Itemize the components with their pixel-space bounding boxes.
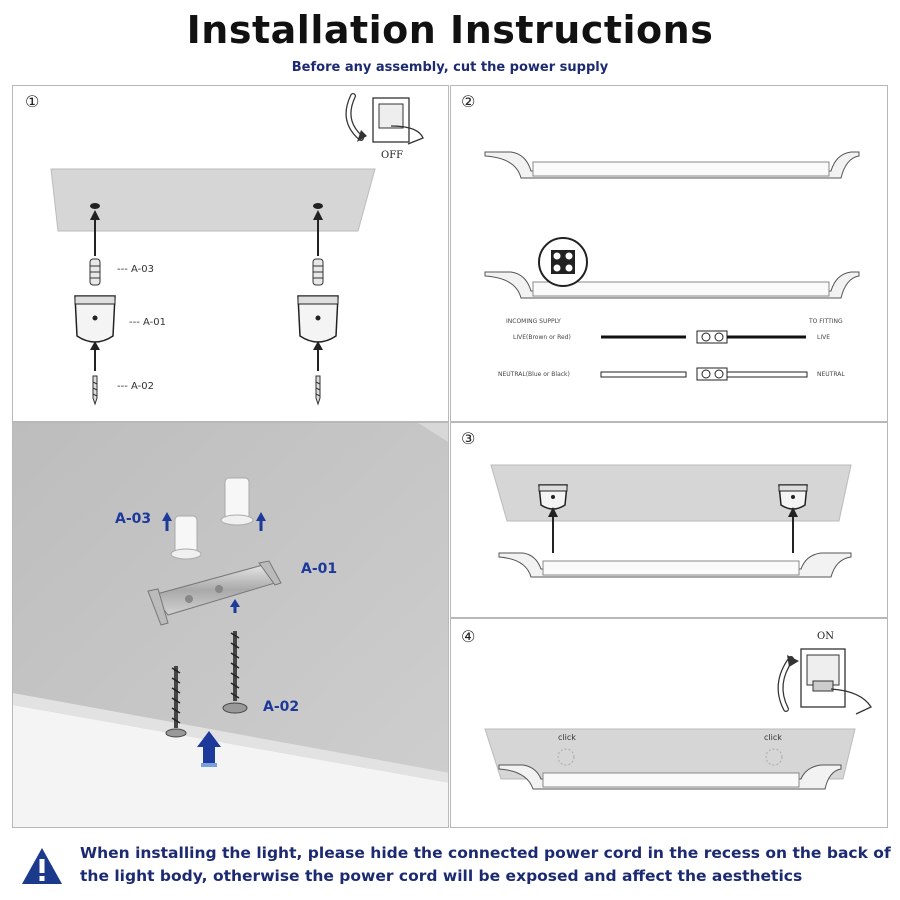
wiring-live-out-label: LIVE (817, 334, 831, 341)
photo-label-a02: A-02 (263, 699, 300, 715)
wiring-neutral-out-label: NEUTRAL (817, 371, 845, 378)
page-title: Installation Instructions (186, 8, 714, 52)
switch-on-label: ON (817, 631, 834, 642)
step-4-diagram (484, 648, 872, 790)
step-3-diagram (490, 464, 852, 578)
step-2-number: ② (461, 92, 476, 111)
photo-label-a01: A-01 (301, 561, 338, 577)
click-label-left: click (558, 733, 576, 742)
step-3-number: ③ (461, 429, 476, 448)
step-2-panel: ② INCOMING SUPPLY TO FITTING LIVE(Brown … (450, 85, 888, 422)
arrow-up-icon (162, 512, 266, 767)
wiring-incoming-label: INCOMING SUPPLY (506, 318, 561, 325)
wiring-to-fitting-label: TO FITTING (809, 318, 843, 325)
photo-panel: A-03 A-01 A-02 (12, 422, 449, 828)
label-a01: --- A-01 (129, 317, 166, 328)
step-4-panel: ④ ON click click (450, 618, 888, 828)
switch-off-label: OFF (381, 150, 404, 161)
power-switch-on-icon (777, 648, 872, 715)
installation-photo (13, 423, 448, 827)
power-switch-icon (345, 93, 424, 145)
click-label-right: click (764, 733, 782, 742)
installation-note: When installing the light, please hide t… (80, 844, 891, 885)
label-a02: --- A-02 (117, 381, 154, 392)
page-subtitle: Before any assembly, cut the power suppl… (291, 60, 609, 75)
step-1-diagram (50, 93, 424, 406)
step-1-panel: ① (12, 85, 449, 422)
step-3-panel: ③ (450, 422, 888, 618)
wiring-neutral-in-label: NEUTRAL(Blue or Black) (498, 371, 570, 378)
step-2-diagram (484, 151, 860, 381)
step-1-number: ① (25, 92, 40, 111)
step-4-number: ④ (461, 627, 476, 646)
label-a03: --- A-03 (117, 264, 154, 275)
click-icon (557, 748, 783, 766)
photo-label-a03: A-03 (115, 511, 152, 527)
wiring-live-in-label: LIVE(Brown or Red) (513, 334, 571, 341)
warning-icon (22, 848, 62, 884)
